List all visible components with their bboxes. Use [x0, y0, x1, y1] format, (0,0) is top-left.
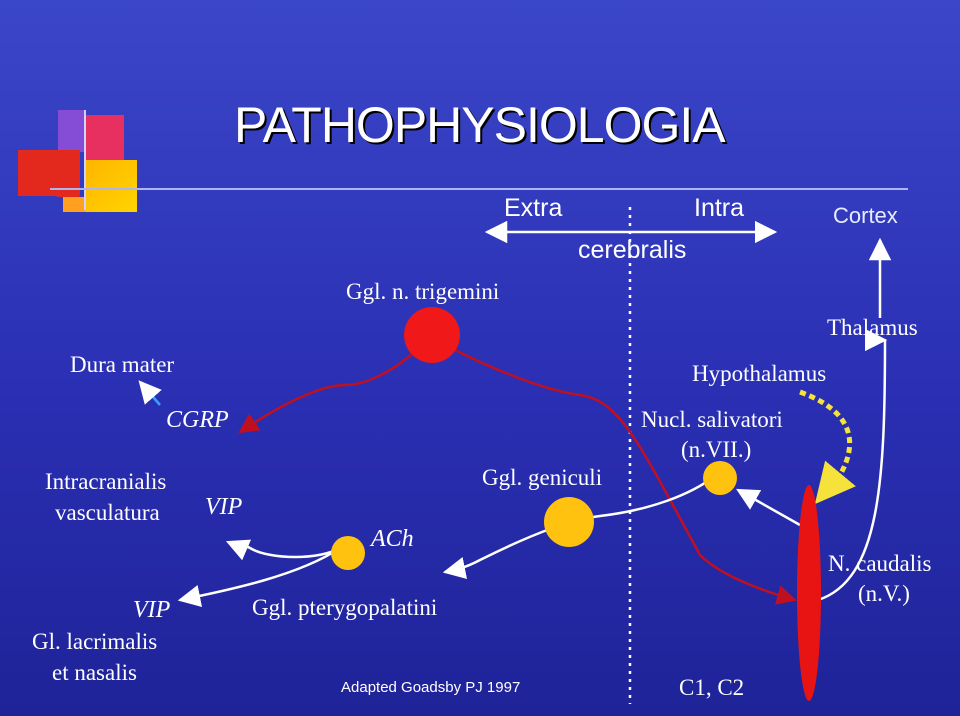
- caudalis-to-thalamus-path: [817, 337, 897, 602]
- salivatory-nucleus: [703, 461, 737, 495]
- lacrimal-label-1: Gl. lacrimalis: [32, 629, 158, 654]
- page-title: PATHOPHYSIOLOGIA: [234, 97, 726, 153]
- credit-label: Adapted Goadsby PJ 1997: [341, 679, 521, 696]
- vasculatura-label: vasculatura: [55, 500, 160, 525]
- decor-square-orange-small: [63, 197, 85, 212]
- caudal-nucleus: [797, 485, 821, 701]
- cgrp-label: CGRP: [166, 407, 229, 433]
- trigeminal-label: Ggl. n. trigemini: [346, 279, 500, 304]
- caudalis-label-1: N. caudalis: [828, 551, 932, 576]
- salivatory-label-1: Nucl. salivatori: [641, 407, 783, 432]
- extra-label: Extra: [504, 194, 563, 222]
- c1-c2-label: C1, C2: [679, 675, 745, 700]
- decor-square-purple: [58, 110, 86, 152]
- trigeminal-to-dura-path: [238, 335, 431, 434]
- intracranialis-label: Intracranialis: [45, 469, 167, 494]
- geniculate-label: Ggl. geniculi: [482, 465, 603, 490]
- cortex-label: Cortex: [833, 203, 898, 228]
- decor-vline: [84, 110, 86, 210]
- vip-vasculature-label: VIP: [205, 494, 243, 520]
- salivatory-label-2: (n.VII.): [681, 437, 752, 462]
- ach-label: ACh: [371, 526, 414, 552]
- trigeminal-ganglion: [404, 307, 460, 363]
- decor-hline: [50, 188, 908, 190]
- vip-lacrimal-label: VIP: [133, 597, 171, 623]
- pterygopalatine-ganglion: [331, 536, 365, 570]
- caudalis-to-salivatory-arrow: [736, 488, 801, 527]
- intra-label: Intra: [694, 194, 745, 222]
- decor-square-orange: [85, 160, 137, 212]
- trigeminal-to-caudalis-path: [429, 334, 797, 605]
- cerebralis-label: cerebralis: [578, 236, 687, 264]
- pterygopalatine-to-lacrimal-path: [177, 546, 341, 608]
- geniculate-ganglion: [544, 497, 594, 547]
- hypothalamus-to-caudalis-path: [799, 389, 856, 505]
- thalamus-label: Thalamus: [827, 315, 918, 340]
- pterygopalatine-label: Ggl. pterygopalatini: [252, 595, 438, 620]
- decor-square-pink: [86, 115, 124, 160]
- dura-mater-label: Dura mater: [70, 352, 175, 377]
- lacrimal-label-2: et nasalis: [52, 660, 137, 685]
- vasculature-to-dura-arrow: [138, 380, 162, 406]
- caudalis-label-2: (n.V.): [858, 581, 910, 606]
- pterygopalatine-to-vasculature-path: [225, 539, 341, 561]
- hypothalamus-label: Hypothalamus: [692, 361, 827, 386]
